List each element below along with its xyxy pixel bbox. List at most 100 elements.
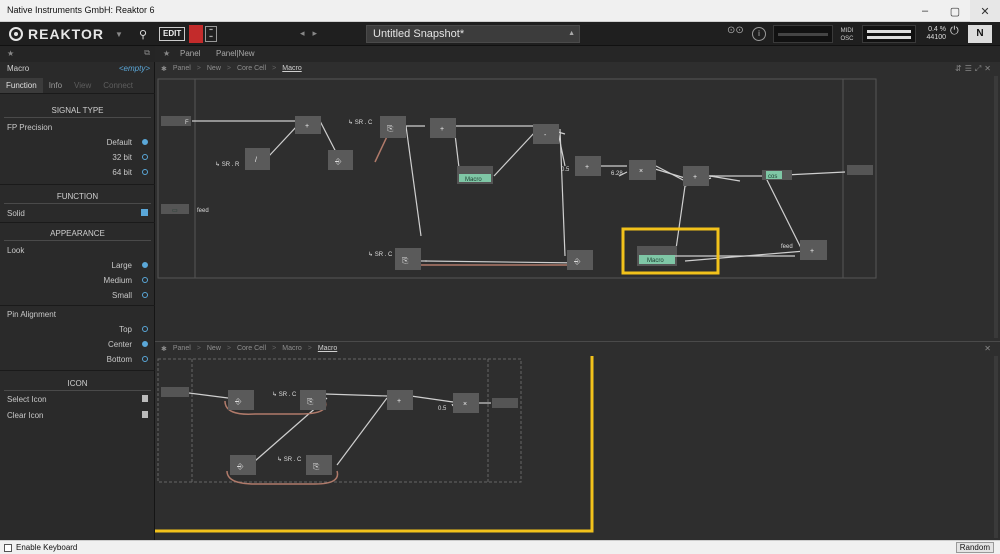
structure-view-bottom[interactable]: ✱ Panel> New> Core Cell> Macro> Macro ✕ … bbox=[155, 341, 1000, 540]
snapshot-selector[interactable]: Untitled Snapshot* ▲▼ bbox=[366, 25, 580, 53]
structure-canvas-top[interactable]: F 1 ↳ SR . R / + ⎆ ↳ SR . C ⎘ + Macro bbox=[155, 76, 1000, 341]
close-button[interactable]: ✕ bbox=[970, 0, 1000, 22]
enable-keyboard-label[interactable]: Enable Keyboard bbox=[16, 543, 78, 552]
module-in[interactable] bbox=[161, 387, 189, 397]
svg-text:⎆: ⎆ bbox=[335, 157, 342, 166]
look-large-radio[interactable] bbox=[142, 262, 148, 268]
module-feed-in[interactable]: ▭ feed bbox=[161, 204, 209, 214]
crumb-macro-inner[interactable]: Macro bbox=[317, 345, 338, 352]
ni-logo[interactable]: N bbox=[968, 25, 992, 43]
svg-text:⎘: ⎘ bbox=[313, 462, 320, 471]
tab-connect[interactable]: Connect bbox=[103, 81, 134, 90]
random-button[interactable]: Random bbox=[955, 542, 994, 553]
module-write-1[interactable]: ↳ SR . C ⎘ bbox=[272, 390, 326, 410]
tab-panel-new[interactable]: Panel|New bbox=[216, 49, 255, 58]
crumb-new[interactable]: New bbox=[206, 345, 221, 352]
crumb-core-cell[interactable]: Core Cell bbox=[236, 65, 267, 72]
fp-64bit-radio[interactable] bbox=[142, 169, 148, 175]
pin-top-radio[interactable] bbox=[142, 326, 148, 332]
crumb-core-cell[interactable]: Core Cell bbox=[236, 345, 267, 352]
star-icon[interactable]: ★ bbox=[7, 49, 15, 58]
look-small-label: Small bbox=[111, 291, 132, 300]
fp-default-radio[interactable] bbox=[142, 139, 148, 145]
module-write-1[interactable]: ↳ SR . C ⎘ bbox=[348, 116, 406, 138]
structure-canvas-bottom[interactable]: ⎆ ↳ SR . C ⎘ + 0.5 × ⎆ ↳ SR . C ⎘ bbox=[155, 356, 1000, 541]
chevron-down-icon[interactable]: ▼ bbox=[114, 29, 123, 39]
vertical-scrollbar[interactable] bbox=[994, 76, 998, 338]
module-cos[interactable]: cos bbox=[762, 170, 792, 180]
info-icon[interactable]: i bbox=[752, 27, 766, 41]
pin-center-radio[interactable] bbox=[142, 341, 148, 347]
pin-icon[interactable]: ✱ bbox=[161, 346, 167, 353]
sidebar-header: ★ ⧉ bbox=[0, 46, 155, 62]
svg-text:/: / bbox=[255, 157, 257, 164]
view-tools[interactable]: ⇵☰⤢✕ bbox=[955, 64, 994, 73]
module-add-3[interactable]: 0.5 + bbox=[561, 156, 601, 176]
module-read-2[interactable]: ⎆ bbox=[567, 250, 593, 270]
crumb-new[interactable]: New bbox=[206, 65, 221, 72]
solid-checkbox[interactable] bbox=[141, 209, 148, 216]
module-F[interactable]: F bbox=[161, 116, 191, 126]
search-icon[interactable]: ⚲ bbox=[138, 28, 148, 41]
tape-icon[interactable]: ⊙⊙ bbox=[727, 25, 744, 36]
module-divide[interactable]: 1 ↳ SR . R / bbox=[215, 148, 270, 170]
pin-icon[interactable]: ✱ bbox=[161, 66, 167, 73]
record-button[interactable] bbox=[189, 25, 203, 43]
snapshot-nav-icons[interactable]: ◂▸ bbox=[300, 28, 326, 38]
crumb-panel[interactable]: Panel bbox=[172, 65, 191, 72]
tab-panel[interactable]: Panel bbox=[180, 49, 201, 58]
tab-info[interactable]: Info bbox=[48, 81, 63, 90]
popout-icon[interactable]: ⧉ bbox=[144, 48, 150, 57]
module-multiply[interactable]: 0.5 × bbox=[438, 393, 479, 413]
svg-text:6.28: 6.28 bbox=[611, 171, 623, 177]
crumb-macro[interactable]: Macro bbox=[282, 65, 302, 72]
section-appearance: APPEARANCE bbox=[0, 229, 155, 241]
module-read-1[interactable]: ⎆ bbox=[328, 150, 353, 170]
vertical-scrollbar[interactable] bbox=[994, 356, 998, 538]
select-icon-label[interactable]: Select Icon bbox=[7, 395, 47, 404]
svg-text:×: × bbox=[463, 401, 467, 408]
module-add-2[interactable]: + bbox=[430, 118, 456, 138]
module-macro-1[interactable]: Macro bbox=[457, 166, 493, 184]
panel-lock-icon[interactable]: ▪▪▪▪ bbox=[205, 26, 217, 42]
module-read-2[interactable]: ⎆ bbox=[230, 455, 256, 475]
star-icon[interactable]: ★ bbox=[163, 49, 171, 58]
fp-32bit-radio[interactable] bbox=[142, 154, 148, 160]
power-icon[interactable]: ⏻ bbox=[950, 25, 959, 37]
clear-icon-label[interactable]: Clear Icon bbox=[7, 411, 44, 420]
tab-view[interactable]: View bbox=[74, 81, 92, 90]
module-empty-label[interactable]: <empty> bbox=[118, 64, 150, 73]
clear-icon-button[interactable] bbox=[142, 411, 148, 418]
module-out[interactable] bbox=[847, 165, 873, 175]
module-feed-add[interactable]: feed + bbox=[781, 240, 827, 260]
crumb-panel[interactable]: Panel bbox=[172, 345, 191, 352]
module-multiply-1[interactable]: 6.28 × bbox=[611, 160, 656, 180]
look-small-radio[interactable] bbox=[142, 292, 148, 298]
module-write-2[interactable]: ↳ SR . C ⎘ bbox=[368, 248, 421, 270]
module-add[interactable]: + bbox=[387, 390, 413, 410]
reaktor-logo[interactable]: REAKTOR ▼ bbox=[9, 26, 123, 42]
structure-view-top[interactable]: ✱ Panel> New> Core Cell> Macro ⇵☰⤢✕ bbox=[155, 62, 1000, 341]
master-meter bbox=[773, 25, 833, 43]
crumb-macro[interactable]: Macro bbox=[282, 345, 302, 352]
output-level[interactable] bbox=[862, 25, 916, 43]
minimize-button[interactable]: – bbox=[921, 5, 929, 17]
select-icon-button[interactable] bbox=[142, 395, 148, 402]
module-macro-2[interactable]: Macro bbox=[637, 246, 677, 266]
enable-keyboard-checkbox[interactable] bbox=[4, 544, 12, 552]
module-out[interactable] bbox=[492, 398, 518, 408]
svg-text:-: - bbox=[544, 132, 547, 139]
title-bar: Native Instruments GmbH: Reaktor 6 – ▢ ✕ bbox=[0, 0, 1000, 22]
module-subtract[interactable]: - bbox=[533, 124, 559, 144]
module-add-1[interactable]: + bbox=[295, 116, 321, 134]
tab-function[interactable]: Function bbox=[0, 78, 43, 93]
pin-bottom-radio[interactable] bbox=[142, 356, 148, 362]
maximize-button[interactable]: ▢ bbox=[949, 5, 961, 18]
module-write-2[interactable]: ↳ SR . C ⎘ bbox=[277, 455, 332, 475]
close-icon[interactable]: ✕ bbox=[984, 344, 994, 353]
edit-button[interactable]: EDIT bbox=[159, 27, 186, 41]
module-read-1[interactable]: ⎆ bbox=[228, 390, 254, 410]
look-medium-radio[interactable] bbox=[142, 277, 148, 283]
module-add-4[interactable]: + bbox=[683, 166, 709, 186]
status-bar: Enable Keyboard Random bbox=[0, 540, 1000, 554]
